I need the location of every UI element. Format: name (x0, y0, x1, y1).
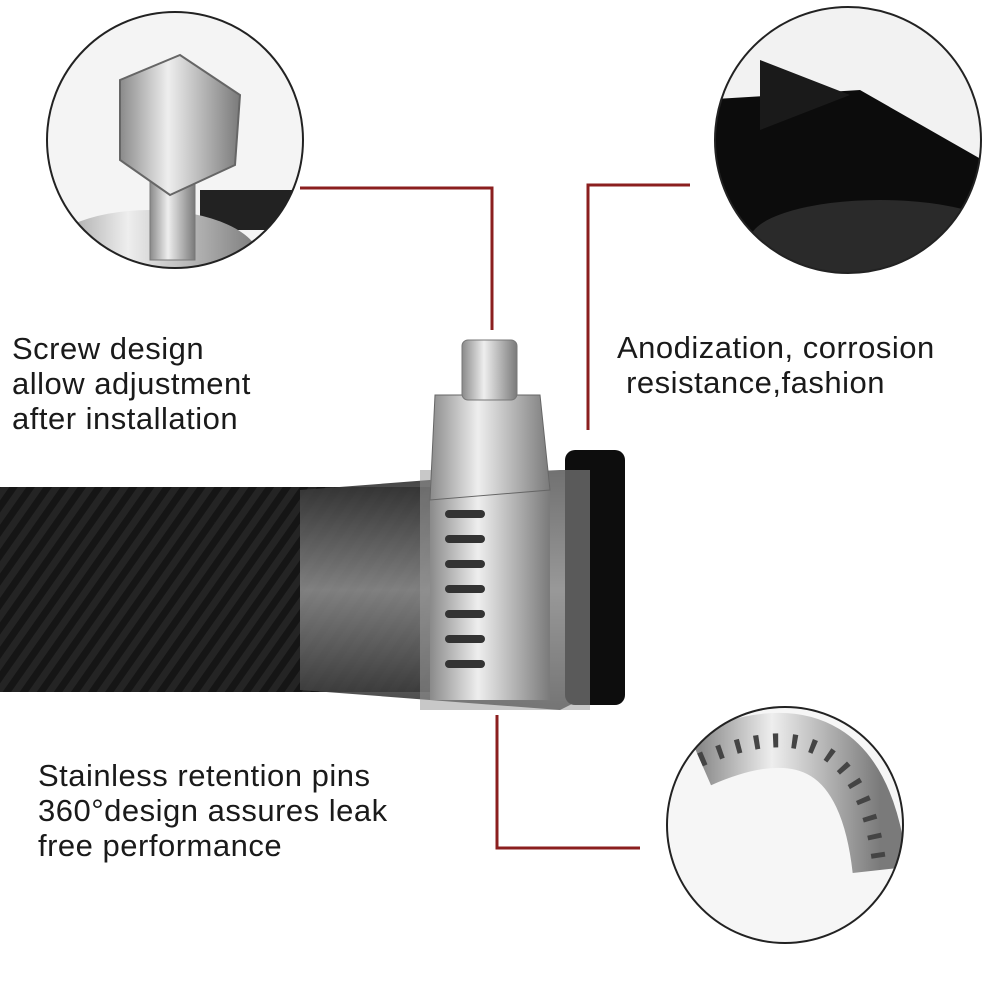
leader-lines (300, 183, 690, 850)
detail-circle-retention (666, 706, 904, 944)
callout-line: Anodization, corrosion (617, 330, 935, 365)
leader-line-retention (495, 715, 640, 850)
clamp-screw-head (461, 339, 518, 401)
callout-line: Screw design (12, 331, 205, 366)
callout-line: after installation (12, 401, 239, 436)
callout-anodization: Anodization, corrosion resistance,fashio… (617, 330, 935, 400)
clamp-screw-housing (429, 394, 551, 501)
callout-line: 360°design assures leak (38, 793, 388, 828)
leader-line-anodization (586, 183, 690, 430)
detail-circle-anodization (714, 6, 982, 274)
callout-line: free performance (38, 828, 283, 863)
callout-line: Stainless retention pins (38, 758, 371, 793)
detail-circle-screw (46, 11, 304, 269)
leader-line-screw (300, 186, 494, 330)
callout-line: resistance,fashion (617, 365, 885, 400)
clamp-slots (445, 510, 485, 668)
callout-line: allow adjustment (12, 366, 251, 401)
